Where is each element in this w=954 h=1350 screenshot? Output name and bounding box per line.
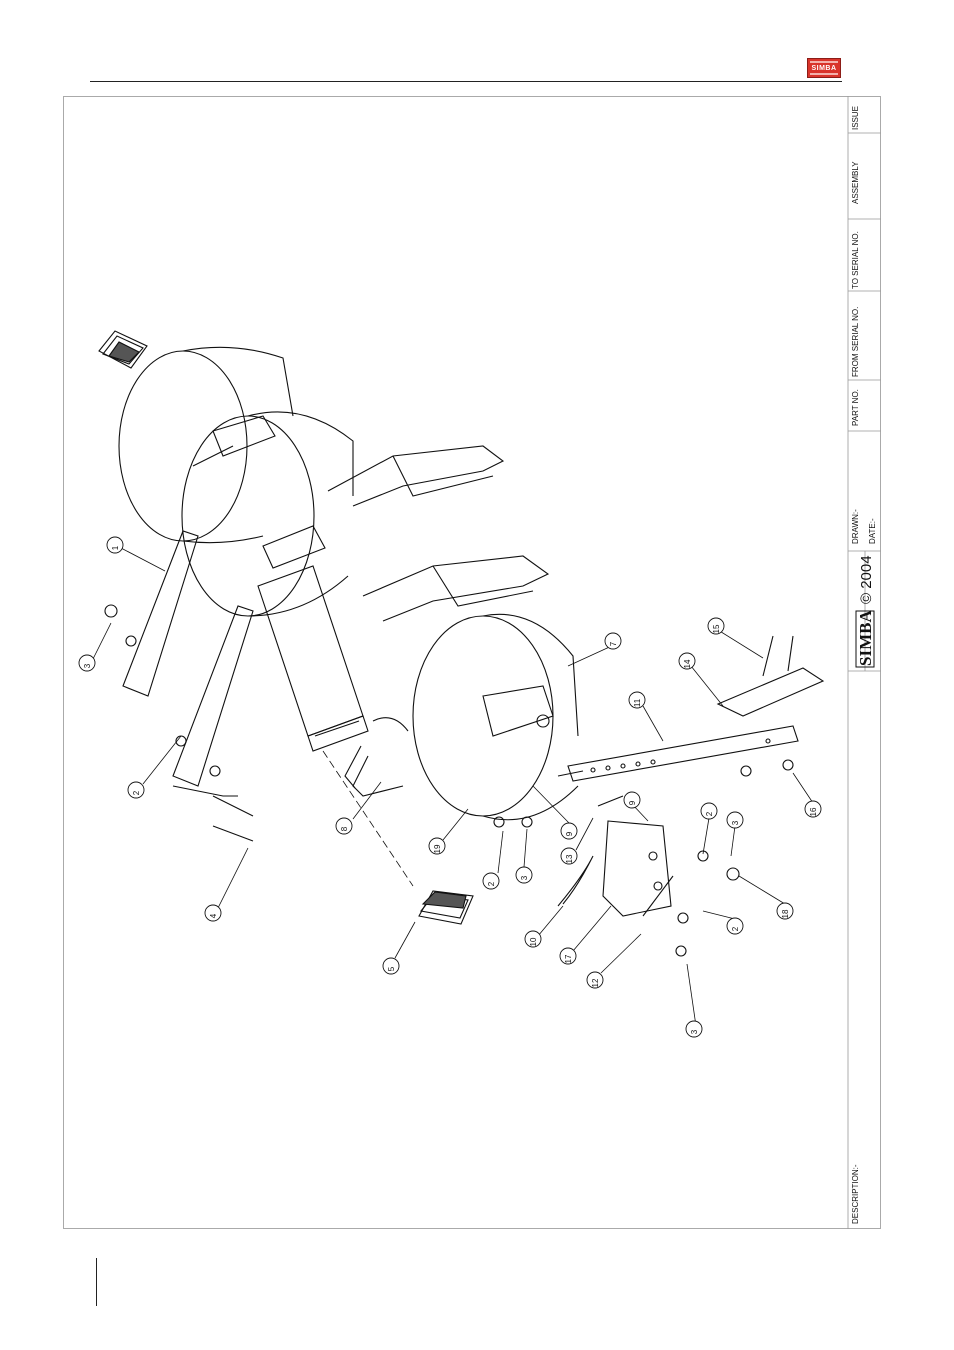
callout-8: 8 <box>340 826 349 831</box>
callout-3b: 3 <box>520 875 529 880</box>
callout-13: 13 <box>565 854 574 863</box>
callout-11: 11 <box>633 698 642 707</box>
packer-wheel-back <box>119 347 293 542</box>
spring-clip <box>558 856 593 906</box>
logo-text: SIMBA <box>808 65 840 72</box>
callout-1: 1 <box>111 545 120 550</box>
callout-16: 16 <box>809 807 818 816</box>
description-label: DESCRIPTION:- <box>851 1164 860 1224</box>
callout-19: 19 <box>433 844 442 853</box>
assembly-label: ASSEMBLY <box>851 161 860 204</box>
u-bolt <box>345 718 408 796</box>
tines <box>328 446 823 716</box>
header-rule <box>90 81 842 82</box>
exploded-parts-diagram: ISSUE ASSEMBLY TO SERIAL NO. FROM SERIAL… <box>63 96 881 1229</box>
callout-12: 12 <box>591 978 600 987</box>
callout-circles <box>79 537 821 1037</box>
callout-3d: 3 <box>731 820 740 825</box>
to-serial-label: TO SERIAL NO. <box>851 231 860 289</box>
date-label: DATE:- <box>868 518 877 544</box>
adjuster-bar <box>568 726 798 781</box>
callout-2a: 2 <box>132 790 141 795</box>
mounting-plates <box>123 531 253 796</box>
end-cap-top <box>99 331 147 368</box>
brand-text: SIMBA <box>856 610 875 666</box>
callout-5: 5 <box>387 966 396 971</box>
callout-10: 10 <box>529 937 538 946</box>
callout-14: 14 <box>683 659 692 668</box>
callout-15: 15 <box>712 624 721 633</box>
callout-3a: 3 <box>83 663 92 668</box>
callout-18: 18 <box>781 909 790 918</box>
copyright-text: © 2004 <box>858 555 875 604</box>
from-serial-label: FROM SERIAL NO. <box>851 307 860 377</box>
callout-17: 17 <box>564 954 573 963</box>
callout-4: 4 <box>209 913 218 918</box>
callout-2d: 2 <box>731 926 740 931</box>
end-cap-bottom <box>419 891 473 924</box>
main-tube <box>258 566 368 751</box>
simba-logo: SIMBA <box>807 58 841 78</box>
callout-7: 7 <box>609 641 618 646</box>
footer-rule <box>96 1258 97 1306</box>
packer-wheel-front <box>413 614 578 819</box>
drawn-label: DRAWN:- <box>851 509 860 544</box>
callout-9b: 9 <box>628 800 637 805</box>
issue-label: ISSUE <box>851 106 860 130</box>
callouts <box>93 548 813 1026</box>
callout-9a: 9 <box>565 831 574 836</box>
part-no-label: PART NO. <box>851 389 860 426</box>
callout-2b: 2 <box>487 881 496 886</box>
callout-2c: 2 <box>705 811 714 816</box>
assembly-linework <box>99 331 823 956</box>
packer-wheel-middle <box>182 412 353 616</box>
callout-3c: 3 <box>690 1029 699 1034</box>
scraper-bracket <box>603 821 671 916</box>
